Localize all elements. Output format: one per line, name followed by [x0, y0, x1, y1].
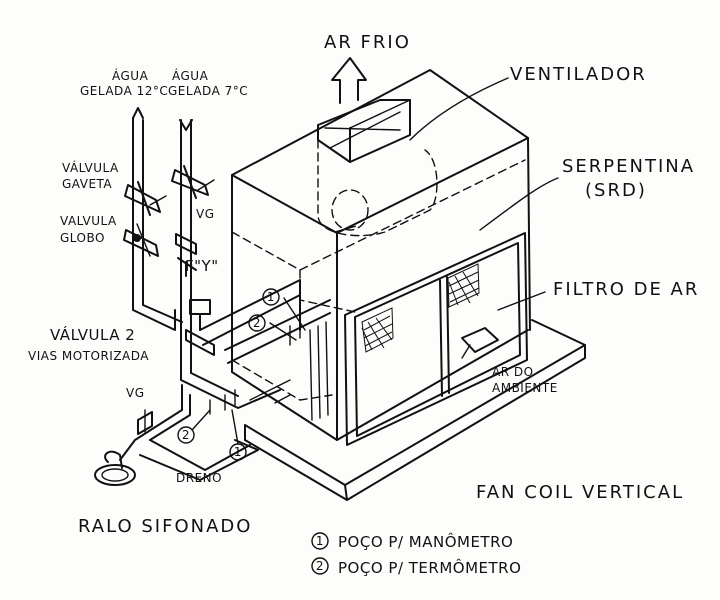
marker-1-bottom: 1 [229, 443, 247, 461]
marker-2-bottom: 2 [177, 426, 195, 444]
label-vg-top: VG [196, 207, 215, 221]
legend-text-2: POÇO P/ TERMÔMETRO [338, 558, 521, 577]
label-filtro-de-ar: FILTRO DE AR [553, 279, 699, 300]
marker-1-top: 1 [262, 288, 280, 306]
legend-item-2: 2 POÇO P/ TERMÔMETRO [311, 557, 521, 577]
air-filter-frame [344, 232, 528, 446]
label-valvula-globo-l1: VALVULA [60, 214, 117, 228]
y-filter-icon [177, 257, 197, 277]
label-agua-7-l2: GELADA 7°C [168, 84, 248, 98]
svg-text:2: 2 [182, 428, 190, 442]
label-ar-do-ambiente-l2: AMBIENTE [492, 381, 558, 395]
label-title: FAN COIL VERTICAL [476, 482, 684, 503]
base-platform [244, 319, 586, 501]
fan-ventilator [317, 99, 438, 237]
room-air-arrow [461, 327, 499, 359]
label-ar-do-ambiente-l1: AR DO [492, 365, 534, 379]
vg-bottom-valve-icon [137, 409, 153, 435]
water-in-arrow [179, 119, 193, 131]
svg-text:1: 1 [316, 534, 324, 548]
label-valvula-globo-l2: GLOBO [60, 231, 105, 245]
gauge-wells [209, 317, 301, 415]
motorized-valve-icon [185, 299, 215, 356]
label-valvula-gaveta-l1: VÁLVULA [62, 160, 119, 175]
marker-leaders [191, 409, 239, 445]
label-valvula-2-vias-l2: VIAS MOTORIZADA [28, 349, 149, 363]
filter-hatch-left [361, 307, 394, 353]
label-filtro-y: F"Y" [185, 257, 219, 275]
label-ventilador: VENTILADOR [510, 64, 647, 85]
filter-hatch-right [447, 263, 480, 308]
label-agua-12-l1: ÁGUA [112, 68, 149, 83]
label-srd: (SRD) [585, 180, 647, 201]
label-ar-frio: AR FRIO [324, 32, 411, 53]
legend-text-1: POÇO P/ MANÔMETRO [338, 532, 513, 551]
piping [119, 117, 331, 481]
legend-item-1: 1 POÇO P/ MANÔMETRO [311, 532, 513, 551]
gate-valve-left-icon [124, 181, 167, 216]
label-vg-bottom: VG [126, 386, 145, 400]
cabinet-box [231, 69, 531, 441]
svg-text:1: 1 [234, 445, 242, 459]
vg-valve-icon [175, 233, 197, 255]
label-valvula-2-vias-l1: VÁLVULA 2 [50, 325, 135, 344]
label-agua-7-l1: ÁGUA [172, 68, 209, 83]
label-ralo-sifonado: RALO SIFONADO [78, 516, 252, 537]
svg-text:2: 2 [316, 559, 324, 573]
gate-valve-right-icon [171, 165, 215, 199]
floor-drain-icon [94, 450, 136, 486]
leader-lines [269, 77, 559, 341]
label-dreno: DRENO [176, 471, 222, 485]
label-serpentina: SERPENTINA [562, 156, 695, 177]
label-valvula-gaveta-l2: GAVETA [62, 177, 112, 191]
marker-2-top: 2 [248, 314, 266, 332]
svg-text:2: 2 [253, 316, 261, 330]
globe-valve-icon [123, 223, 159, 257]
svg-text:1: 1 [267, 290, 275, 304]
cold-air-arrow [331, 57, 367, 104]
label-agua-12-l2: GELADA 12°C [80, 84, 168, 98]
water-out-arrow [132, 107, 144, 119]
